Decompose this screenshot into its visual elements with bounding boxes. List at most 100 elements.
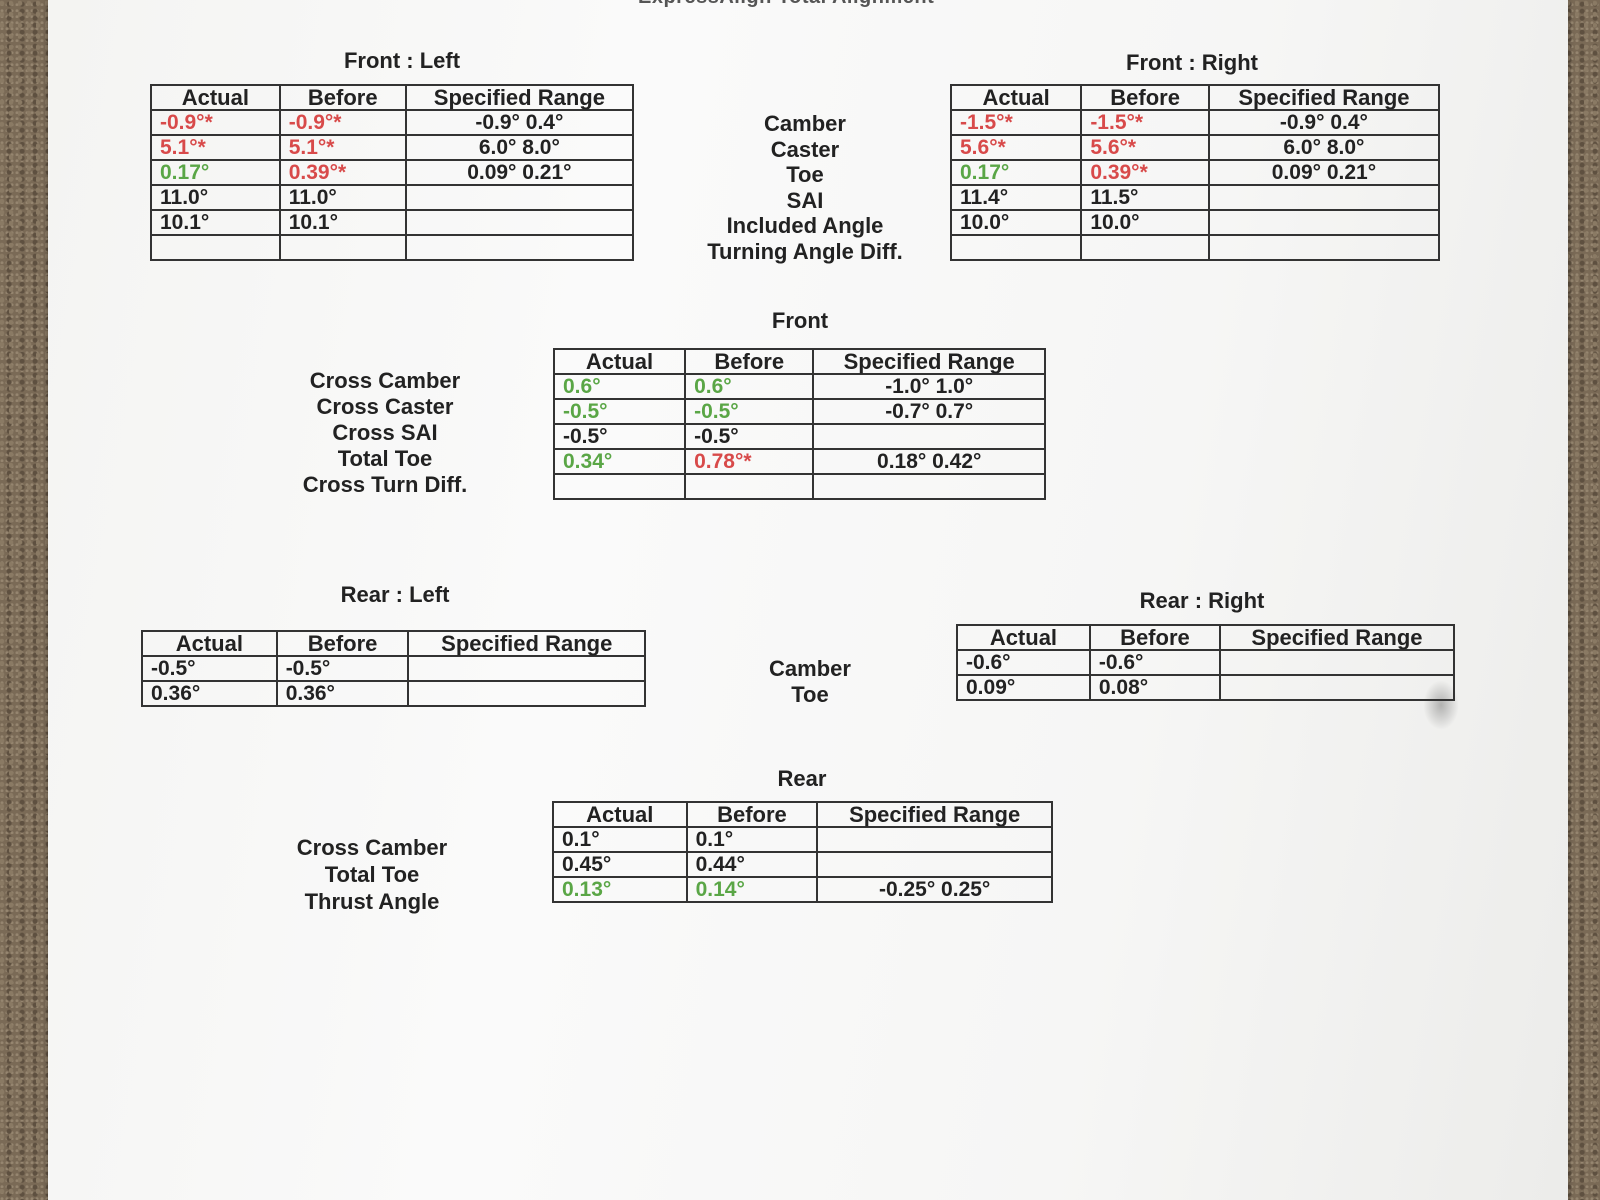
range-cell: 6.0° 8.0°: [404, 134, 635, 161]
before-cell: 0.44°: [685, 851, 819, 878]
col-actual-header: Actual: [949, 84, 1083, 111]
front-cross-caption: Front: [771, 308, 829, 333]
range-cell: -1.0° 1.0°: [812, 373, 1046, 400]
label-total-toe: Total Toe: [337, 446, 433, 471]
label-rear-cross-camber: Cross Camber: [296, 835, 448, 860]
range-cell: [816, 851, 1053, 878]
before-cell: 0.36°: [275, 680, 410, 707]
table-row: 5.6°*5.6°*6.0° 8.0°: [949, 134, 1441, 161]
actual-cell: 0.6°: [552, 373, 687, 400]
table-row: 0.17°0.39°*0.09° 0.21°: [150, 159, 635, 186]
col-range-header: Specified Range: [1207, 84, 1441, 111]
table-row: 10.1°10.1°: [150, 209, 635, 236]
front-measurement-labels: Camber Caster Toe SAI Included Angle Tur…: [670, 111, 940, 264]
range-cell: [404, 184, 635, 211]
before-cell: 5.1°*: [278, 134, 407, 161]
label-cross-turn-diff: Cross Turn Diff.: [302, 472, 468, 497]
table-row: -0.9°*-0.9°*-0.9° 0.4°: [150, 109, 635, 136]
rear-right-caption: Rear : Right: [1139, 588, 1265, 613]
before-cell: 0.39°*: [278, 159, 407, 186]
table-row: 0.17°0.39°*0.09° 0.21°: [949, 159, 1441, 186]
table-row: -0.5°-0.5°: [552, 423, 1046, 450]
col-actual-header: Actual: [141, 630, 278, 657]
col-actual-header: Actual: [150, 84, 281, 111]
front-right-caption: Front : Right: [1126, 50, 1258, 75]
before-cell: 0.6°: [684, 373, 815, 400]
label-caster: Caster: [770, 136, 840, 162]
actual-cell: -0.5°: [141, 655, 278, 682]
table-row: 0.34°0.78°*0.18° 0.42°: [552, 448, 1046, 475]
range-cell: [1207, 209, 1441, 236]
col-before-header: Before: [278, 84, 407, 111]
actual-cell: 0.17°: [150, 159, 281, 186]
col-range-header: Specified Range: [407, 630, 646, 657]
range-cell: -0.9° 0.4°: [1207, 109, 1441, 136]
table-row: 11.4°11.5°: [949, 184, 1441, 211]
table-row: 0.45°0.44°: [552, 851, 1053, 878]
before-cell: 11.5°: [1080, 184, 1210, 211]
table-row: 0.1°0.1°: [552, 826, 1053, 853]
before-cell: [278, 234, 407, 261]
col-before-header: Before: [275, 630, 410, 657]
label-thrust-angle: Thrust Angle: [304, 889, 440, 914]
range-cell: 6.0° 8.0°: [1207, 134, 1441, 161]
table-row: -0.6°-0.6°: [956, 649, 1456, 676]
actual-cell: 10.0°: [949, 209, 1083, 236]
range-cell: [1218, 674, 1456, 701]
range-cell: [1207, 234, 1441, 261]
range-cell: [407, 680, 646, 707]
label-rear-camber: Camber: [769, 656, 851, 681]
actual-cell: 0.13°: [552, 876, 688, 903]
before-cell: 10.1°: [278, 209, 407, 236]
label-camber: Camber: [764, 111, 846, 136]
actual-cell: -0.5°: [552, 398, 687, 425]
table-row: 5.1°*5.1°*6.0° 8.0°: [150, 134, 635, 161]
before-cell: [684, 473, 815, 500]
range-cell: 0.09° 0.21°: [1207, 159, 1441, 186]
rear-measurement-labels: Camber Toe: [700, 656, 920, 708]
label-cross-caster: Cross Caster: [316, 394, 454, 419]
range-cell: -0.7° 0.7°: [812, 398, 1046, 425]
range-cell: [404, 234, 635, 261]
actual-cell: -1.5°*: [949, 109, 1083, 136]
col-range-header: Specified Range: [1218, 624, 1456, 651]
range-cell: [1207, 184, 1441, 211]
actual-cell: -0.9°*: [150, 109, 281, 136]
table-row: [552, 473, 1046, 500]
range-cell: 0.18° 0.42°: [812, 448, 1046, 475]
range-cell: [812, 473, 1046, 500]
col-before-header: Before: [684, 348, 815, 375]
actual-cell: 0.1°: [552, 826, 688, 853]
label-turning-angle-diff: Turning Angle Diff.: [707, 238, 903, 264]
document-title: ExpressAlign Total Alignment: [638, 0, 934, 9]
before-cell: 10.0°: [1080, 209, 1210, 236]
col-before-header: Before: [685, 801, 819, 828]
before-cell: 0.78°*: [684, 448, 815, 475]
col-before-header: Before: [1088, 624, 1221, 651]
table-row: 0.36°0.36°: [141, 680, 646, 707]
actual-cell: [552, 473, 687, 500]
range-cell: 0.09° 0.21°: [404, 159, 635, 186]
actual-cell: 0.17°: [949, 159, 1083, 186]
range-cell: [404, 209, 635, 236]
range-cell: [407, 655, 646, 682]
label-included-angle: Included Angle: [726, 213, 884, 238]
before-cell: -0.5°: [684, 423, 815, 450]
actual-cell: 0.36°: [141, 680, 278, 707]
actual-cell: 11.0°: [150, 184, 281, 211]
before-cell: 0.1°: [685, 826, 819, 853]
label-sai: SAI: [786, 187, 824, 213]
range-cell: [1218, 649, 1456, 676]
actual-cell: [949, 234, 1083, 261]
label-toe: Toe: [786, 162, 824, 187]
table-row: 11.0°11.0°: [150, 184, 635, 211]
table-row: 0.09°0.08°: [956, 674, 1456, 701]
